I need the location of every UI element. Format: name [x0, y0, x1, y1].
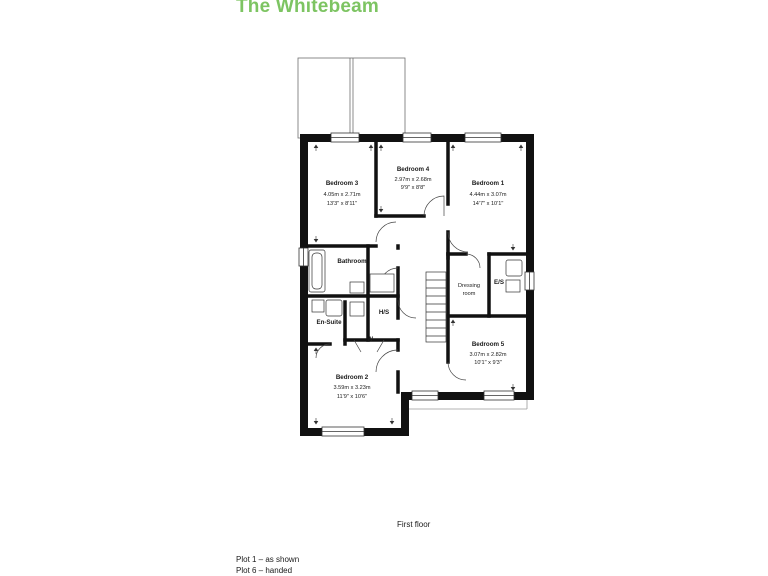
staircase [425, 271, 447, 343]
bedroom2-metric: 3.59m x 3.23m [334, 385, 371, 391]
plan-title: The Whitebeam [236, 0, 380, 17]
door-swings [315, 195, 481, 381]
plot-notes: Plot 1 – as shown Plot 6 – handed [236, 554, 299, 576]
plot-note: Plot 6 – handed [236, 566, 293, 575]
bedroom3-imperial: 13'3" x 8'11" [327, 201, 357, 207]
floor-label: First floor [397, 520, 431, 529]
external-walls [300, 134, 534, 436]
bedroom3-metric: 4.05m x 2.71m [324, 192, 361, 198]
bedroom1-metric: 4.44m x 3.07m [470, 192, 507, 198]
bedroom1-name: Bedroom 1 [472, 180, 505, 187]
bedroom2-imperial: 11'9" x 10'6" [337, 394, 367, 400]
bedroom4-imperial: 9'9" x 8'8" [401, 185, 425, 191]
bathroom-name: Bathroom [337, 258, 367, 265]
es-name: E/S [494, 279, 504, 286]
dressing-name-1: Dressing [458, 283, 480, 289]
dimension-markers [313, 144, 524, 425]
plot-note: Plot 1 – as shown [236, 555, 300, 564]
bedroom4-metric: 2.97m x 2.68m [395, 177, 432, 183]
bedroom2-name: Bedroom 2 [336, 374, 369, 381]
dressing-name-2: room [463, 291, 476, 297]
bedroom5-imperial: 10'1" x 9'3" [474, 360, 502, 366]
internal-walls [306, 140, 528, 394]
bedroom5-name: Bedroom 5 [472, 341, 505, 348]
bedroom1-imperial: 14'7" x 10'1" [473, 201, 504, 207]
w-name: W [367, 336, 373, 343]
hs-name: H/S [379, 309, 389, 316]
windows [298, 132, 535, 437]
bedroom3-name: Bedroom 3 [326, 180, 359, 187]
roof-projection [297, 57, 406, 139]
ensuite-name: En-Suite [316, 319, 342, 326]
bathroom-fittings [308, 249, 523, 317]
bedroom5-metric: 3.07m x 2.82m [470, 352, 507, 358]
bedroom4-name: Bedroom 4 [397, 166, 430, 173]
